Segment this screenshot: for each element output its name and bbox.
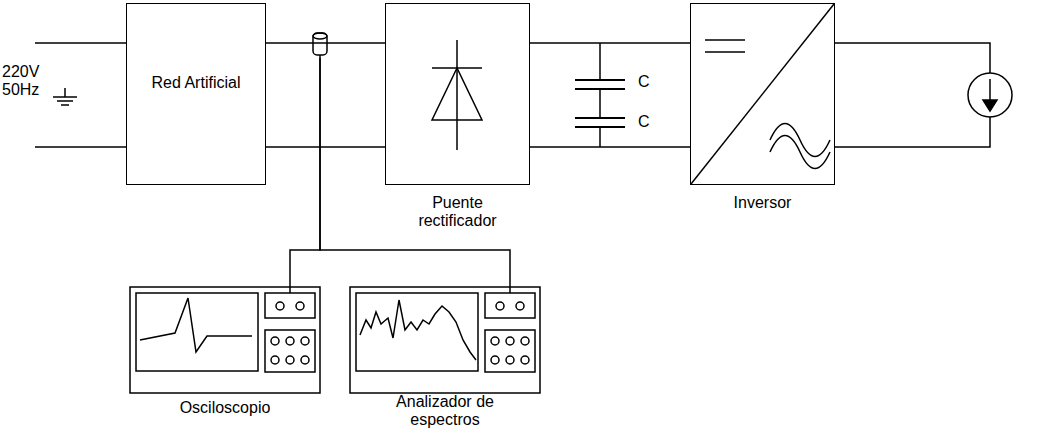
box-label: Red Artificial [151,74,241,92]
oscilloscope-device: Osciloscopio [130,287,320,393]
inverter-box: Inversor [690,3,835,185]
artificial-network-box: Red Artificial [126,3,266,185]
load-wire [835,43,990,147]
rectifier-bridge-box: Puente rectificador [385,3,530,185]
wire-connector [290,58,320,293]
wire-connector [530,147,690,148]
wire-connector [320,58,510,293]
capacitor-label: C [638,73,658,91]
inverter-symbol [691,4,834,184]
current-source-symbol [968,73,1012,117]
capacitor-label: C [638,113,658,131]
wire-connector [266,147,385,148]
caption-label: Osciloscopio [155,399,295,417]
oscilloscope-symbol [130,287,320,393]
wire-connector [266,43,385,44]
supply-wire [35,42,126,44]
supply-label: 220V 50Hz [2,63,48,99]
ground-symbol [53,88,77,105]
diode-symbol [432,40,482,150]
wire-connector [530,43,690,44]
caption-label: Inversor [708,194,818,212]
caption-label: Puente rectificador [403,194,513,230]
supply-wire [35,146,126,148]
spectrum-analyzer-device: Analizador de espectros [350,287,540,393]
capacitor-symbol [575,43,625,147]
coax-connector [313,33,327,58]
caption-label: Analizador de espectros [380,393,510,429]
spectrum-analyzer-symbol [350,287,540,393]
